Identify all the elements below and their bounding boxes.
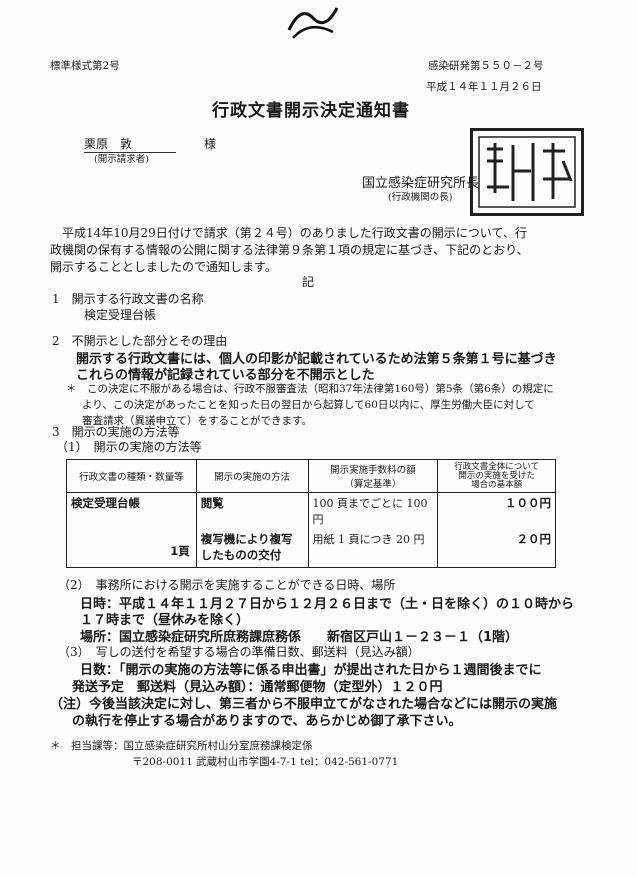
sender-name: 国立感染症研究所長	[362, 176, 480, 191]
table-row: 検定受理台帳 1頁 閲覧 100 頁までごとに 100円 １００円	[66, 492, 556, 568]
sub-2-line-2: １７時まで（昼休みを除く）	[80, 613, 250, 628]
sub-3-line-1: 日数：「開示の実施の方法等に係る申出書」が提出された日から１週間後までに	[80, 663, 542, 678]
contact-address: 〒208-0011 武蔵村山市学園4-7-1 tel：042-561-0771	[132, 756, 399, 768]
table-header-cell: 開示の実施の方法	[195, 459, 309, 493]
official-seal	[470, 128, 584, 216]
section-1-value: 検定受理台帳	[84, 308, 157, 322]
stamp-mark	[283, 0, 343, 42]
table-cell-document: 検定受理台帳 1頁	[66, 492, 197, 568]
recipient-honorific: 様	[204, 137, 217, 151]
section-2-heading: 2 不開示とした部分とその理由	[52, 334, 228, 348]
section-2-line-2: これらの情報が記録されている部分を不開示とした	[76, 368, 375, 383]
table-header-cell: 行政文書全体について 開示の実施を受けた 場合の基本額	[437, 459, 556, 493]
sub-3-line-2: 発送予定 郵送料（見込み額）：通常郵便物（定型外）１２０円	[72, 680, 443, 695]
table-row: 複写機により複写したものの交付 用紙 1 頁につき 20 円 ２０円	[67, 529, 556, 568]
table-header-cell: 行政文書の種類・数量等	[66, 459, 197, 493]
notice-line-2: の執行を停止する場合がありますので、あらかじめ御了承下さい。	[72, 714, 462, 729]
section-3-heading: 3 開示の実施の方法等	[52, 425, 180, 439]
section-1-heading: 1 開示する行政文書の名称	[52, 292, 204, 306]
intro-line-3: 開示することとしましたので通知します。	[50, 260, 277, 274]
recipient-role: (開示請求者)	[94, 154, 149, 165]
appeal-note-1: ＊ この決定に不服がある場合は、行政不服審査法（昭和37年法律第160号）第5条…	[66, 383, 554, 395]
fee-browse: 100 頁までごとに 100円	[307, 492, 439, 529]
ki-marker: 記	[302, 275, 315, 289]
fee-copy: 用紙 1 頁につき 20 円	[307, 529, 439, 568]
disclosure-method-table: 行政文書の種類・数量等 開示の実施の方法 開示実施手数料の額 （算定基準） 行政…	[66, 459, 556, 568]
recipient-name: 栗原 敦	[84, 135, 176, 153]
intro-line-2: 政機関の保有する情報の公開に関する法律第９条第１項の規定に基づき、下記のとおり、	[50, 243, 529, 257]
document-quantity: 1頁	[170, 544, 190, 558]
sub-3-heading: （3） 写しの送付を希望する場合の準備日数、郵送料（見込み額）	[58, 645, 420, 659]
sub-2-line-3: 場所：国立感染症研究所庶務課庶務係 新宿区戸山１－２３－１（1階）	[80, 630, 519, 645]
base-copy: ２０円	[437, 529, 556, 568]
document-number: 感染研発第５５０－２号	[428, 60, 544, 72]
notice-line-1: （注）今後当該決定に対し、第三者から不服申立てがなされた場合などには開示の実施	[50, 697, 558, 712]
method-copy: 複写機により複写したものの交付	[195, 529, 309, 568]
section-3-sub-1: （1） 開示の実施の方法等	[56, 440, 202, 454]
sender-role: (行政機関の長)	[388, 192, 453, 203]
table-header-row: 行政文書の種類・数量等 開示の実施の方法 開示実施手数料の額 （算定基準） 行政…	[66, 459, 556, 493]
intro-line-1: 平成14年10月29日付けで請求（第２４号）のありました行政文書の開示について、…	[62, 226, 527, 240]
document-title: 行政文書開示決定通知書	[212, 101, 410, 121]
contact-label: ＊ 担当課等：国立感染症研究所村山分室庶務課検定係	[50, 740, 313, 752]
appeal-note-2: より、この決定があったことを知った日の翌日から起算して60日以内に、厚生労働大臣…	[82, 399, 535, 411]
section-2-line-1: 開示する行政文書には、個人の印影が記載されているため法第５条第１号に基づき	[76, 352, 557, 367]
form-number: 標準様式第2号	[50, 60, 120, 72]
base-browse: １００円	[437, 492, 556, 529]
sub-2-heading: （2） 事務所における開示を実施することができる日時、場所	[58, 578, 396, 592]
issue-date: 平成１４年１１月２６日	[426, 81, 542, 93]
table-header-cell: 開示実施手数料の額 （算定基準）	[307, 459, 439, 493]
appeal-note-3: 審査請求（異議申立て）をすることができます。	[82, 415, 312, 427]
sub-2-line-1: 日時：平成１４年１１月２７日から１２月２６日まで（土・日を除く）の１０時から	[80, 597, 575, 612]
document-name: 検定受理台帳	[71, 496, 140, 510]
method-browse: 閲覧	[195, 492, 309, 529]
